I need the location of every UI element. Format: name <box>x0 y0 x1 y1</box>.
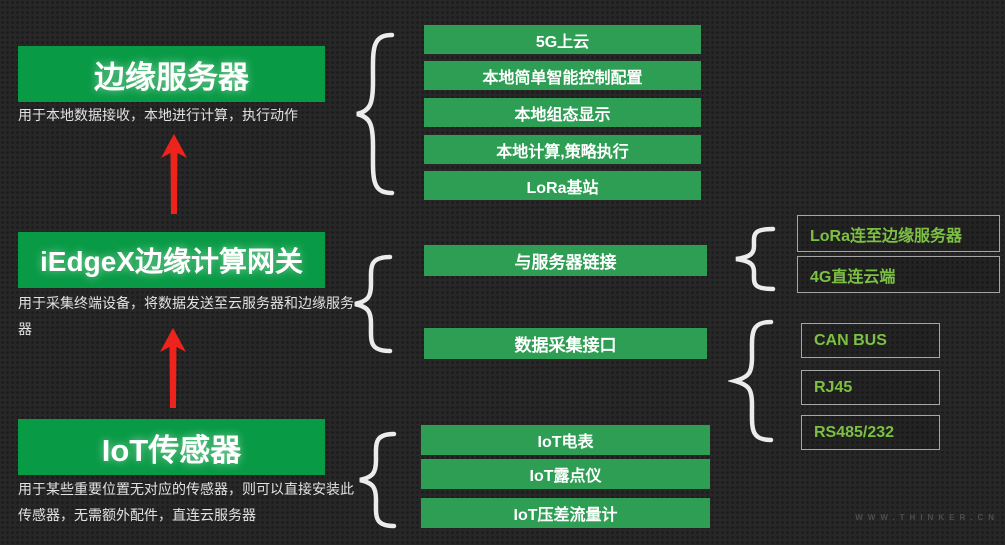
server-link-option: 4G直连云端 <box>797 256 1000 293</box>
data-interface-option: RS485/232 <box>801 415 940 450</box>
edge-server-title-box: 边缘服务器 <box>18 46 325 102</box>
iot-sensor-type: IoT电表 <box>421 425 710 455</box>
brace-icon <box>359 431 397 529</box>
iot-sensor-type: IoT压差流量计 <box>421 498 710 528</box>
gateway-function: 数据采集接口 <box>424 328 707 359</box>
edge-server-feature: LoRa基站 <box>424 171 701 200</box>
iot-sensor-type: IoT露点仪 <box>421 459 710 489</box>
data-interface-option: CAN BUS <box>801 323 940 358</box>
brace-icon <box>356 32 395 196</box>
brace-icon <box>728 319 774 443</box>
gateway-function: 与服务器链接 <box>424 245 707 276</box>
brace-icon <box>735 226 776 292</box>
gateway-description: 用于采集终端设备，将数据发送至云服务器和边缘服务器 <box>18 295 354 337</box>
edge-server-feature: 本地组态显示 <box>424 98 701 127</box>
iot-sensor-description: 用于某些重要位置无对应的传感器，则可以直接安装此传感器，无需额外配件，直连云服务… <box>18 481 354 523</box>
edge-server-description: 用于本地数据接收，本地进行计算，执行动作 <box>18 107 298 123</box>
edge-server-feature: 本地计算,策略执行 <box>424 135 701 164</box>
watermark: WWW.THINKER.CN <box>855 513 999 522</box>
brace-icon <box>354 254 393 354</box>
edge-server-feature: 5G上云 <box>424 25 701 54</box>
gateway-title-box: iEdgeX边缘计算网关 <box>18 232 325 288</box>
iot-sensor-title-box: IoT传感器 <box>18 419 325 475</box>
up-arrow-icon <box>161 134 187 214</box>
server-link-option: LoRa连至边缘服务器 <box>797 215 1000 252</box>
up-arrow-icon <box>160 328 186 408</box>
data-interface-option: RJ45 <box>801 370 940 405</box>
edge-server-feature: 本地简单智能控制配置 <box>424 61 701 90</box>
